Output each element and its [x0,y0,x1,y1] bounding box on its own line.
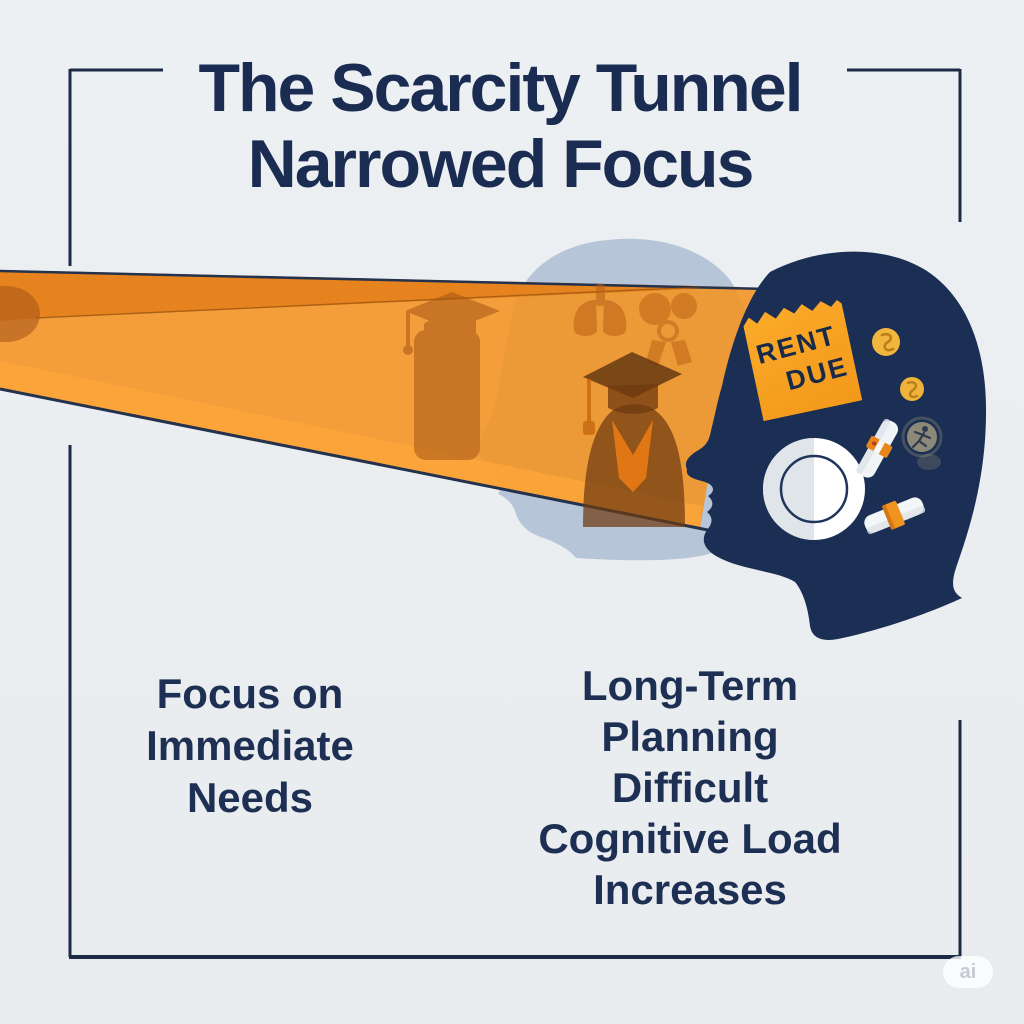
coin-icon [900,377,924,401]
right-caption-line: Planning [601,713,779,760]
right-caption-line: Difficult [611,764,769,811]
ai-watermark-badge: ai [943,956,993,988]
rent-due-note-text: RENT DUE [753,317,857,404]
scarcity-tunnel-beam [0,269,771,536]
left-caption-line: Focus on [156,670,344,717]
ai-watermark-label: ai [959,960,977,983]
frame-brackets [68,68,962,959]
plate-icon [763,438,865,540]
medal-icon [639,293,697,366]
right-caption-line: Increases [593,866,787,913]
title-line1: The Scarcity Tunnel [198,50,803,126]
right-caption: Long-Term Planning Difficult Cognitive L… [480,660,900,915]
lungs-icon [573,284,627,336]
page-title: The Scarcity Tunnel Narrowed Focus [0,50,1000,202]
left-caption-line: Immediate [146,722,354,769]
tunnel-top-edge [0,269,771,291]
right-caption-line: Cognitive Load [538,815,842,862]
tunnel-watermark-icons [0,284,697,460]
coin-stack-edge-icon [0,286,40,342]
graduate-figure-icon [583,352,685,527]
coin-icon [872,328,900,356]
diploma-scroll-icon [864,497,926,535]
tunnel-bottom-highlight [0,361,702,530]
tunnel-body [0,270,762,528]
head-interior-icons [763,328,943,540]
ghost-blob-icon [917,454,941,470]
title-line2: Narrowed Focus [247,126,755,202]
tunnel-inner-line [35,286,701,319]
graduation-cap-small-icon [403,292,500,355]
right-caption-line: Long-Term [581,662,799,709]
left-caption-line: Needs [186,774,314,821]
left-caption: Focus on Immediate Needs [55,668,445,824]
runner-coin-ghost-icon [901,416,943,470]
diploma-scroll-icon [856,418,899,478]
